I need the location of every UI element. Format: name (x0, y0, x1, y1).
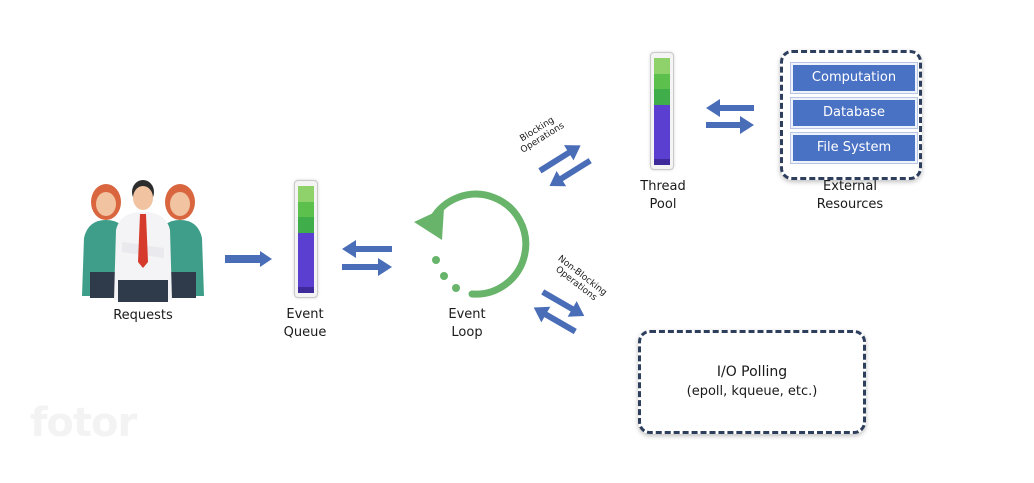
io-polling-subtitle: (epoll, kqueue, etc.) (686, 384, 818, 399)
queue-segment-purple (298, 233, 314, 287)
thread-pool-label-line1: Thread (640, 179, 686, 194)
queue-segment-dark (298, 217, 314, 233)
event-loop-cycle-icon (414, 190, 530, 298)
external-resources-box: Computation Database File System (780, 50, 922, 180)
people-group-icon (82, 180, 204, 302)
resource-file-system: File System (793, 135, 915, 161)
external-label-line2: Resources (816, 197, 884, 212)
pool-segment-purple (654, 105, 670, 159)
event-queue-bar (294, 180, 318, 298)
requests-label: Requests (113, 308, 173, 323)
watermark: fotor (30, 400, 137, 446)
event-queue-label-line1: Event (286, 307, 324, 322)
arrows-loop-threadpool (538, 145, 592, 187)
queue-segment-mid (298, 202, 314, 217)
queue-segment-light (298, 186, 314, 202)
pool-segment-dark (654, 89, 670, 105)
event-queue-label-line2: Queue (283, 325, 327, 340)
arrow-requests-to-queue (225, 251, 272, 267)
resource-computation: Computation (793, 65, 915, 91)
event-loop-label-line2: Loop (451, 325, 483, 340)
pool-segment-bottom (654, 159, 670, 165)
io-polling-box: I/O Polling (epoll, kqueue, etc.) (638, 330, 866, 434)
thread-pool-label: Thread Pool (628, 178, 698, 214)
io-polling-title: I/O Polling (716, 364, 788, 380)
event-queue-label: Event Queue (270, 306, 340, 342)
pool-segment-mid (654, 74, 670, 89)
arrows-loop-io (533, 289, 585, 335)
thread-pool-bar (650, 52, 674, 170)
event-loop-label-line1: Event (448, 307, 486, 322)
pool-segment-light (654, 58, 670, 74)
queue-segment-bottom (298, 287, 314, 293)
external-label-line1: External (823, 179, 877, 194)
arrows-queue-loop (342, 240, 392, 276)
external-resources-label: External Resources (800, 178, 900, 214)
resource-database: Database (793, 100, 915, 126)
thread-pool-label-line2: Pool (649, 197, 677, 212)
arrows-threadpool-external (706, 99, 754, 134)
event-loop-label: Event Loop (432, 306, 502, 342)
